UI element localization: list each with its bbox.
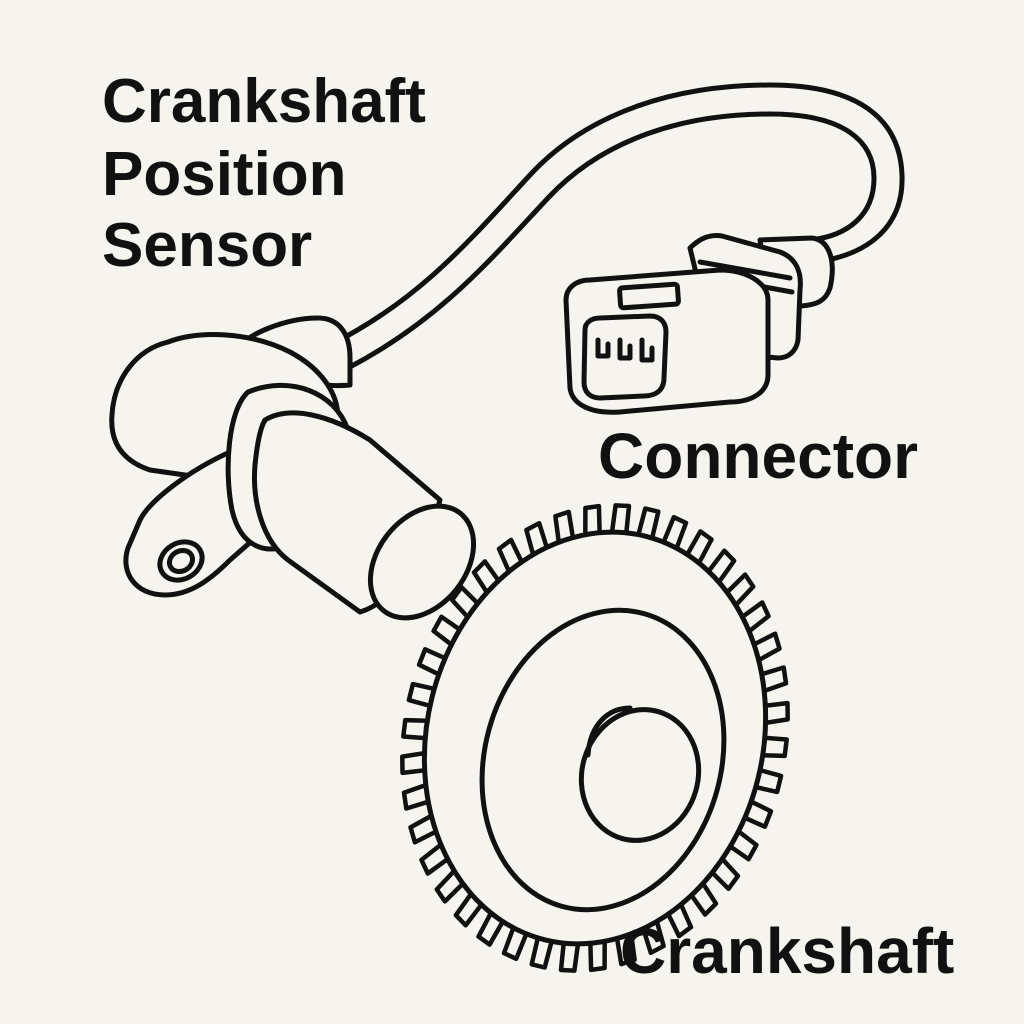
crankshaft-position-sensor xyxy=(109,315,477,621)
gear-hub xyxy=(578,707,702,843)
sensor-cable xyxy=(327,82,905,371)
label-sensor-line1: Crankshaft xyxy=(102,67,426,136)
connector-latch xyxy=(617,281,681,311)
sensor-tip-face xyxy=(367,503,477,621)
connector-pins xyxy=(595,337,655,363)
labels: Crankshaft Position Sensor Connector Cra… xyxy=(102,67,954,987)
flange-mounting-hole xyxy=(157,539,205,583)
label-connector: Connector xyxy=(598,420,918,492)
connector-plug xyxy=(563,233,835,415)
label-sensor-line3: Sensor xyxy=(102,211,312,280)
connector-socket xyxy=(581,313,669,401)
gear-face xyxy=(479,607,727,913)
crankshaft-reluctor-wheel xyxy=(400,503,790,973)
label-crankshaft: Crankshaft xyxy=(620,915,954,987)
label-sensor-line2: Position xyxy=(102,140,347,209)
